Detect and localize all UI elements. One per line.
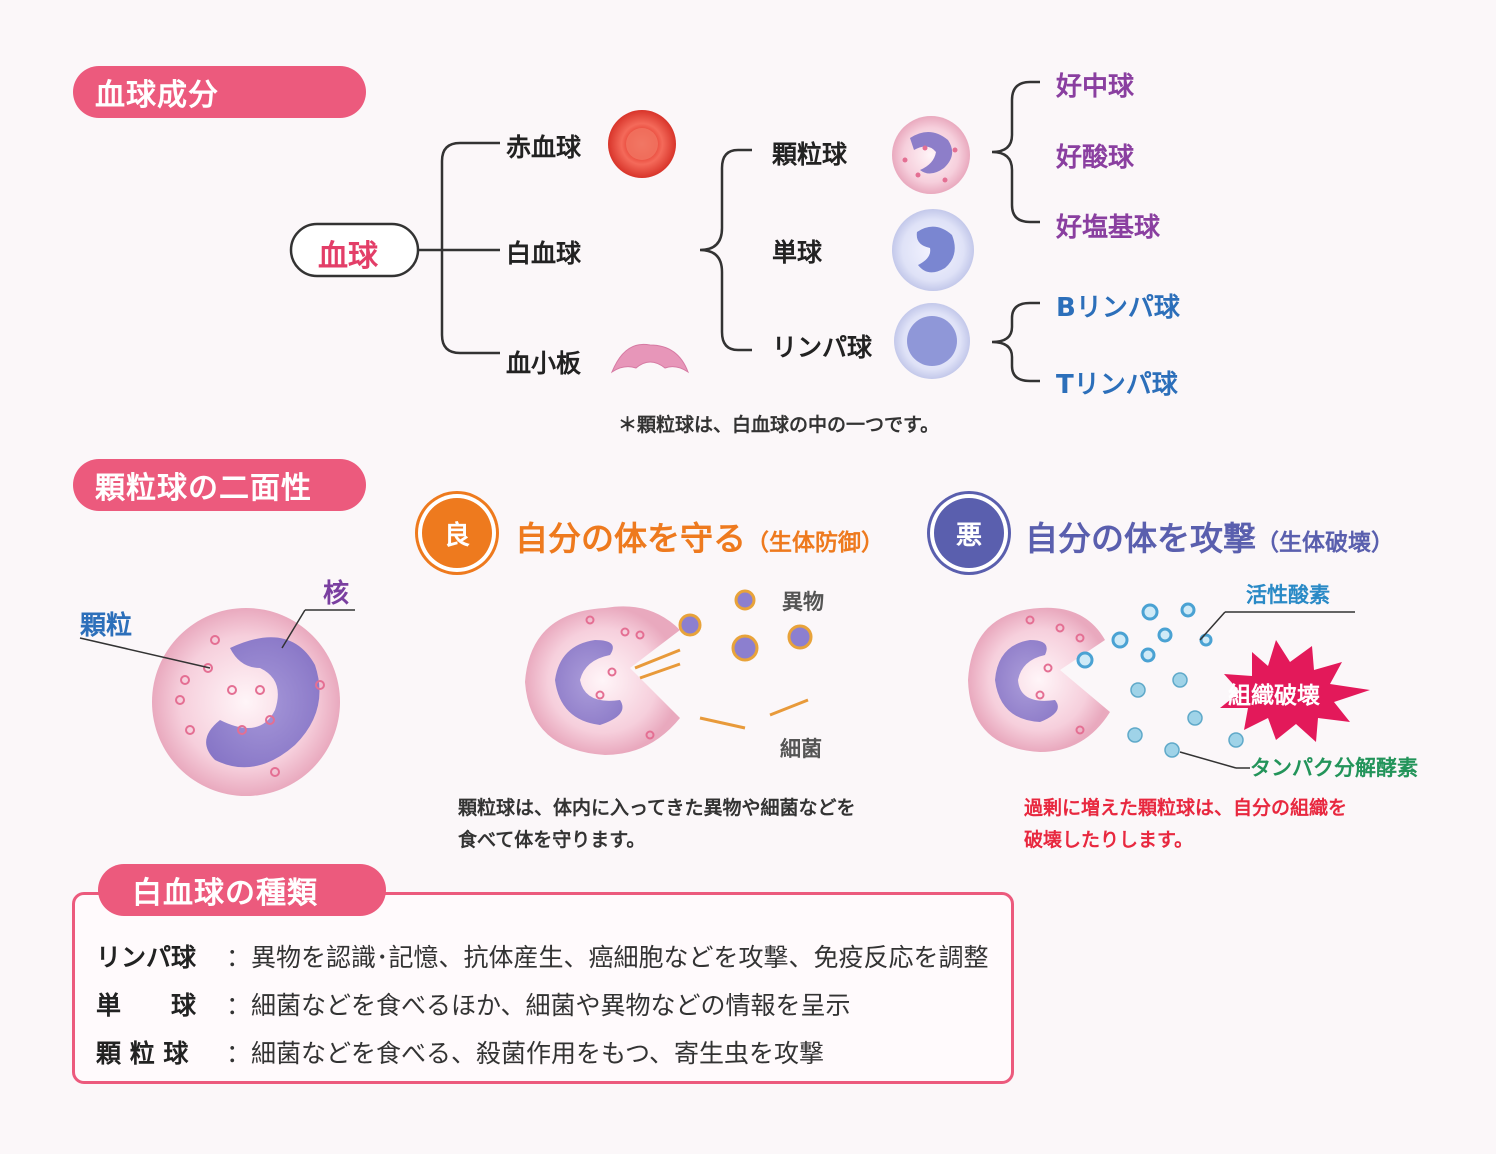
tree-rbc-label: 赤血球	[506, 133, 582, 162]
label-nucleus: 核	[323, 579, 350, 609]
monocyte-small-icon	[892, 209, 974, 291]
tree-b-lymphocyte-label: Bリンパ球	[1056, 293, 1180, 323]
granulocyte-large-icon	[79, 608, 355, 796]
wbc-types-box	[72, 892, 1014, 1084]
root-outline	[289, 222, 420, 278]
wbc-row-monocyte: 単 球：細菌などを食べるほか、細菌や異物などの情報を呈示	[96, 991, 851, 1020]
label-tissue-destruction: 組織破壊	[1228, 683, 1320, 709]
tree-platelet-label: 血小板	[506, 349, 582, 378]
granulocyte-small-icon	[892, 116, 970, 194]
phagocyte-bad-icon	[968, 607, 1110, 752]
tree-wbc-label: 白血球	[506, 239, 582, 268]
tree-t-lymphocyte-label: Tリンパ球	[1056, 370, 1178, 400]
label-bacteria: 細菌	[780, 737, 822, 761]
bad-description: 過剰に増えた顆粒球は、自分の組織を破壊したりします。	[1024, 797, 1348, 851]
tree-neutrophil-label: 好中球	[1056, 72, 1135, 102]
badge-bad: 悪	[930, 494, 1008, 572]
red-blood-cell-icon	[608, 110, 676, 178]
section-title-wbc-types: 白血球の種類	[98, 864, 386, 916]
good-description: 顆粒球は、体内に入ってきた異物や細菌などを食べて体を守ります。	[458, 797, 856, 851]
tree-footnote: ＊顆粒球は、白血球の中の一つです。	[618, 414, 940, 436]
good-title: 自分の体を守る（生体防御）	[515, 519, 884, 558]
protease-icons	[1127, 672, 1244, 758]
phagocyte-good-icon	[525, 606, 680, 755]
bad-title: 自分の体を攻撃（生体破壊）	[1025, 519, 1394, 558]
reactive-oxygen-icons	[1076, 602, 1213, 669]
section-title-granulocyte-duality: 顆粒球の二面性	[73, 459, 366, 511]
section-title-blood-components: 血球成分	[73, 66, 366, 118]
badge-good: 良	[418, 494, 496, 572]
tree-monocyte-label: 単球	[772, 238, 823, 267]
tree-root-label: 血球	[318, 239, 378, 274]
label-foreign-body: 異物	[782, 590, 824, 614]
tree-granulocyte-label: 顆粒球	[772, 140, 848, 169]
tree-basophil-label: 好塩基球	[1056, 213, 1161, 243]
foreign-particle-icons	[678, 589, 813, 662]
lymphocyte-small-icon	[894, 303, 970, 379]
bacteria-icons	[634, 648, 809, 730]
tree-eosinophil-label: 好酸球	[1056, 143, 1135, 173]
label-protease: タンパク分解酵素	[1250, 756, 1418, 780]
tissue-destruction-burst	[1220, 640, 1370, 742]
tree-lymphocyte-label: リンパ球	[772, 333, 873, 362]
platelet-icon	[610, 343, 690, 374]
wbc-row-lymphocyte: リンパ球：異物を認識･記憶、抗体産生、癌細胞などを攻撃、免疫反応を調整	[96, 943, 989, 972]
wbc-row-granulocyte: 顆 粒 球：細菌などを食べる、殺菌作用をもつ、寄生虫を攻撃	[96, 1039, 825, 1068]
tree-lines	[418, 80, 1040, 383]
label-reactive-oxygen: 活性酸素	[1246, 583, 1330, 607]
label-granule: 顆粒	[80, 611, 133, 641]
